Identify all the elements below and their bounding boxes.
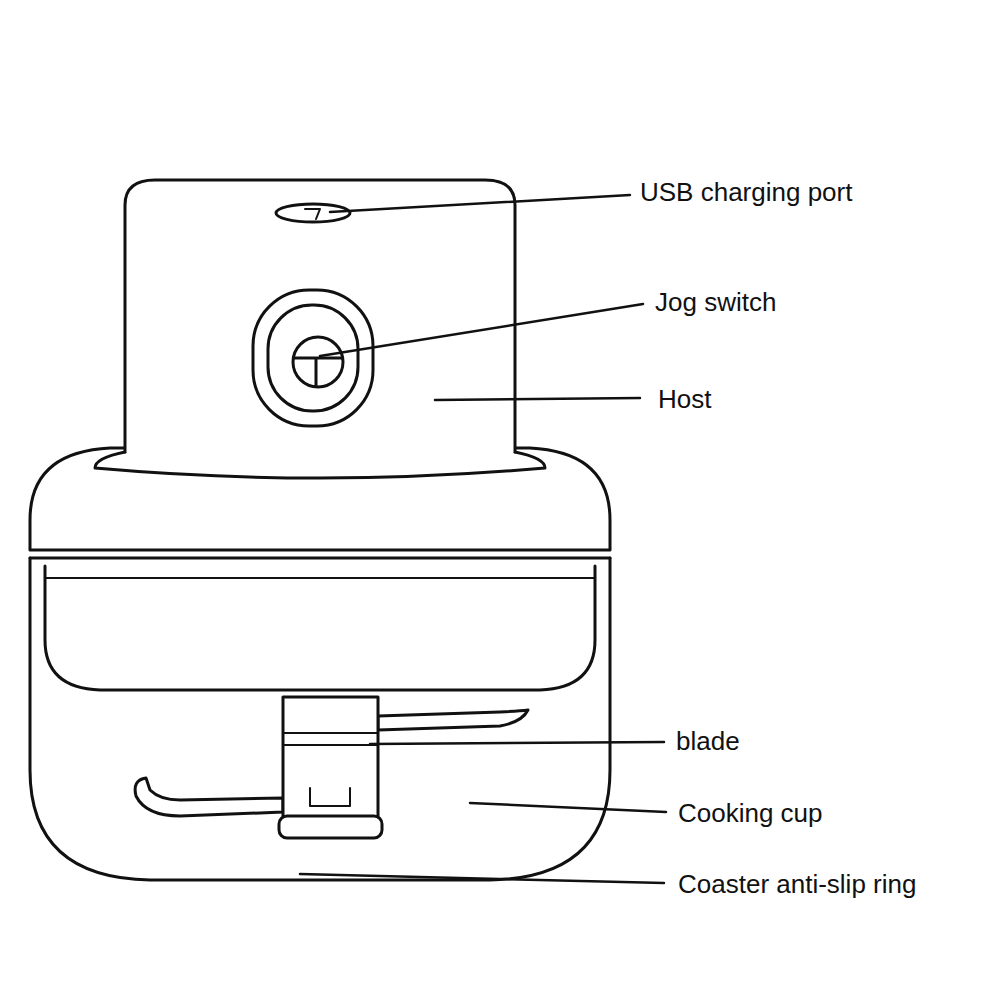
shaft-ring <box>283 744 378 746</box>
blade-upper <box>378 710 528 730</box>
shaft-ring <box>283 732 378 734</box>
usb-port <box>276 204 350 222</box>
leader-line <box>470 803 666 812</box>
lid-inner-edge <box>45 577 595 579</box>
part-label: Coaster anti-slip ring <box>678 870 916 899</box>
part-label: Cooking cup <box>678 799 823 828</box>
usb-port-detail <box>305 209 320 219</box>
shaft-notch <box>310 788 350 806</box>
part-label: USB charging port <box>640 178 852 207</box>
host-base-rim <box>95 452 545 478</box>
leader-line <box>300 874 664 883</box>
switch-frame <box>253 290 373 426</box>
blade-lower <box>135 778 283 816</box>
leader-line <box>330 195 630 212</box>
lid-outline <box>30 448 610 550</box>
leader-lines <box>300 195 666 883</box>
switch-button <box>293 337 343 387</box>
switch-symbol <box>294 358 342 386</box>
shaft-base <box>279 816 382 838</box>
switch-inner <box>268 305 358 411</box>
part-label: Jog switch <box>655 288 776 317</box>
host-outline <box>125 180 515 452</box>
lid-band <box>30 557 610 560</box>
part-label: Host <box>658 385 711 414</box>
part-label: blade <box>676 727 740 756</box>
leader-line <box>370 742 664 744</box>
cup-outline <box>30 558 610 880</box>
leader-line <box>435 398 640 400</box>
blade-shaft <box>283 697 378 823</box>
leader-line <box>320 304 643 356</box>
lid-inner <box>45 566 595 690</box>
